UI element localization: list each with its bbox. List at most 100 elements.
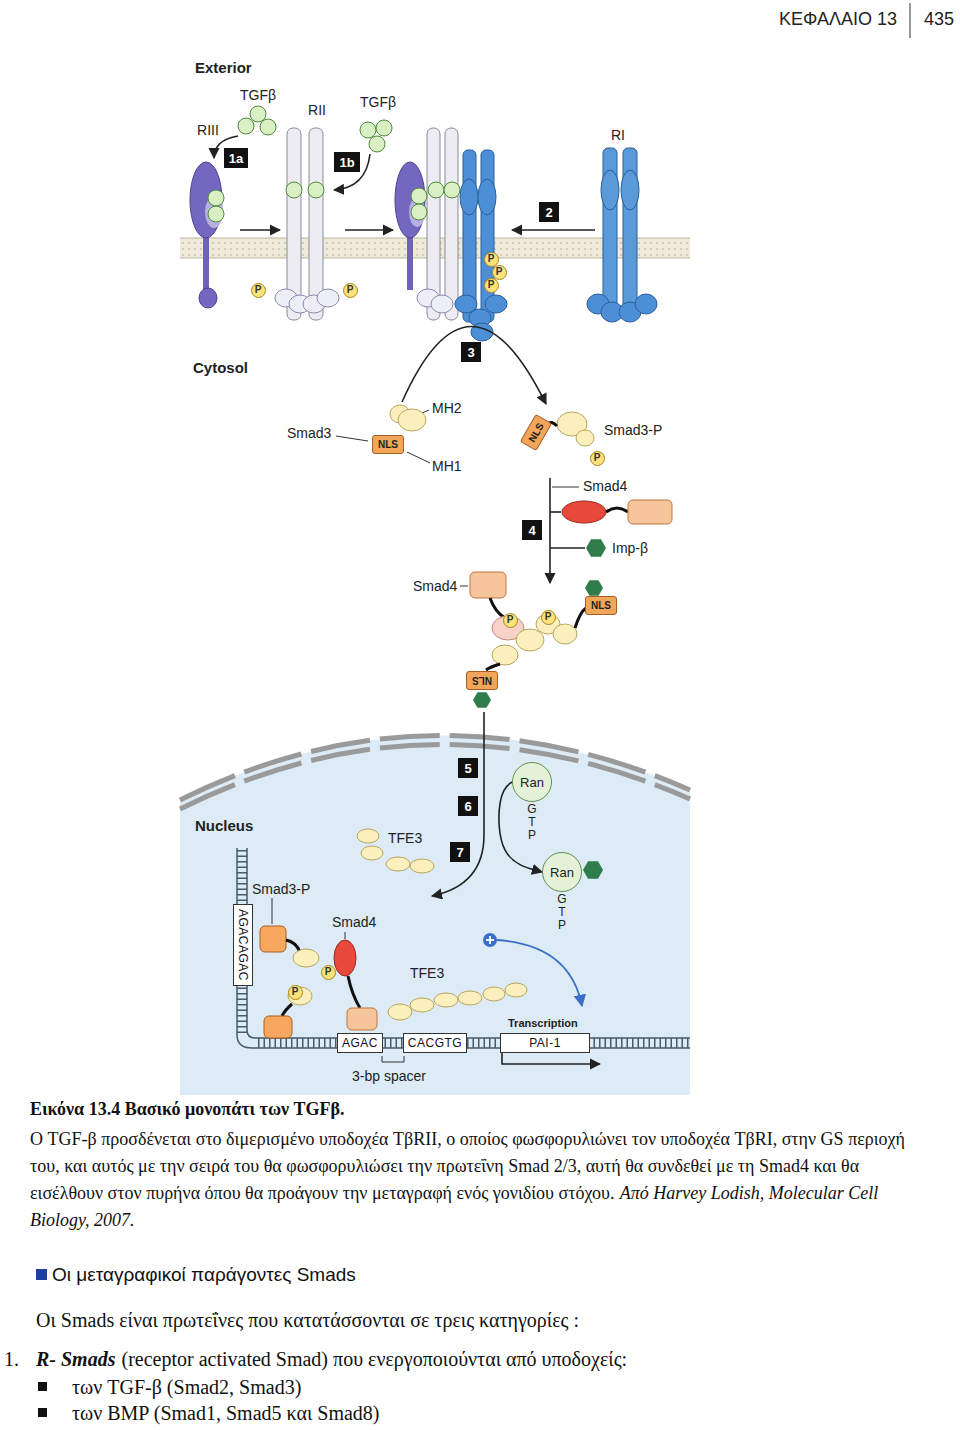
leader-line <box>336 436 368 441</box>
tgf-beta-ligand <box>250 106 266 122</box>
receptor-riii <box>208 206 224 222</box>
smad4-protein <box>628 500 672 524</box>
smad-complex <box>585 580 603 596</box>
receptor-complex <box>428 182 444 198</box>
step-number: 5 <box>458 758 478 778</box>
process-arrow <box>549 478 551 583</box>
nuclear-complex <box>282 1004 292 1016</box>
node-text: Ran <box>520 775 544 790</box>
step-number: 6 <box>458 796 478 816</box>
figure-caption: Εικόνα 13.4 Βασικό μονοπάτι των TGFβ. <box>30 1099 345 1120</box>
phosphate-circle: P <box>492 265 507 280</box>
phosphate-circle: P <box>541 610 556 625</box>
tgf-beta-ligand <box>260 119 276 135</box>
ran-gtp-circle: RanG T P <box>542 852 582 892</box>
phosphate-circle: P <box>484 252 499 267</box>
protein-label: TFE3 <box>388 830 422 846</box>
smad4-protein <box>562 500 672 557</box>
nucleus <box>180 744 690 809</box>
smad4-protein <box>586 539 606 556</box>
smad-complex <box>470 572 603 879</box>
node-text: G T P <box>526 803 538 843</box>
smad4-protein <box>562 501 606 523</box>
smad-complex <box>473 692 491 708</box>
process-arrow <box>402 326 546 404</box>
receptor-rii <box>275 128 339 320</box>
smad-complex <box>486 664 500 670</box>
node-text: P <box>496 267 503 277</box>
page-header-rule <box>910 3 911 38</box>
dna-box: PAI-1 <box>500 1033 590 1053</box>
protein-label: Smad4 <box>583 478 627 494</box>
activation-arrow <box>489 936 491 944</box>
node-text: 1a <box>229 151 243 166</box>
node-text: 7 <box>456 845 463 860</box>
node-text: P <box>347 285 354 295</box>
tfe3-protein <box>386 857 410 871</box>
protein-label: Imp-β <box>612 540 648 556</box>
nls-box: NLS <box>466 671 498 690</box>
receptor-complex <box>445 128 458 320</box>
tfe3-protein <box>410 859 434 873</box>
protein-label: Smad3 <box>287 425 331 441</box>
tfe3-protein <box>388 1004 412 1020</box>
receptor-riii <box>199 288 217 308</box>
region-label: Nucleus <box>195 817 253 834</box>
dna <box>247 848 690 1038</box>
tfe3-protein <box>357 829 527 1020</box>
list-number: 1. <box>4 1348 36 1371</box>
node-text: P <box>292 987 299 997</box>
activation-arrow <box>483 933 497 947</box>
tfe3-protein <box>458 991 482 1005</box>
receptor-rii <box>308 182 324 198</box>
step-number: 4 <box>522 520 542 540</box>
smad-complex <box>492 645 518 665</box>
tfe3-protein <box>361 846 383 860</box>
receptor-ri <box>601 170 619 210</box>
nuclear-complex <box>334 940 356 976</box>
page-header-rule <box>910 3 911 38</box>
receptor-label: RII <box>308 102 326 118</box>
list-line: 1.R- Smads(receptor activated Smad) που … <box>4 1348 627 1371</box>
page-header: ΚΕΦΑΛΑΙΟ 13 <box>779 9 897 30</box>
list-item: των BMP (Smad1, Smad5 και Smad8) <box>72 1402 380 1425</box>
tfe3-protein <box>505 983 527 997</box>
tgf-beta-ligand <box>238 118 254 134</box>
node-text: AGAC <box>342 1036 378 1050</box>
tgf-beta-ligand <box>360 122 376 138</box>
leader-line <box>552 487 579 488</box>
receptor-complex <box>411 204 427 220</box>
nucleus <box>180 735 690 1095</box>
receptor-complex <box>485 295 507 313</box>
list-item: των TGF-β (Smad2, Smad3) <box>72 1376 301 1399</box>
step-number: 1b <box>334 152 359 172</box>
node-text: P <box>545 612 552 622</box>
smad3-protein <box>390 405 594 446</box>
phosphate-circle: P <box>288 985 303 1000</box>
protein-label: Smad3-P <box>604 422 662 438</box>
process-arrow <box>214 136 600 1064</box>
domain-label: MH2 <box>432 400 462 416</box>
nuclear-complex <box>264 1016 292 1038</box>
phosphate-circle: P <box>484 278 499 293</box>
ran-gtp-circle: RanG T P <box>512 762 552 802</box>
protein-label: Smad4 <box>332 914 376 930</box>
tgf-beta-ligand <box>369 136 385 152</box>
receptor-complex <box>460 179 478 215</box>
process-arrow <box>432 712 484 896</box>
nuclear-complex <box>347 1008 377 1030</box>
leader-line <box>272 898 273 924</box>
node-text: NLS <box>526 421 546 444</box>
activation-arrow <box>497 940 582 1006</box>
node-text: P <box>325 967 332 977</box>
phosphate-circle: P <box>590 451 605 466</box>
receptor-complex <box>444 182 460 198</box>
leader-line <box>345 932 346 939</box>
nls-box: NLS <box>372 435 404 454</box>
node-text: 5 <box>464 761 471 776</box>
smad-complex <box>553 624 577 644</box>
node-text: Ran <box>550 865 574 880</box>
process-arrow <box>550 511 561 513</box>
